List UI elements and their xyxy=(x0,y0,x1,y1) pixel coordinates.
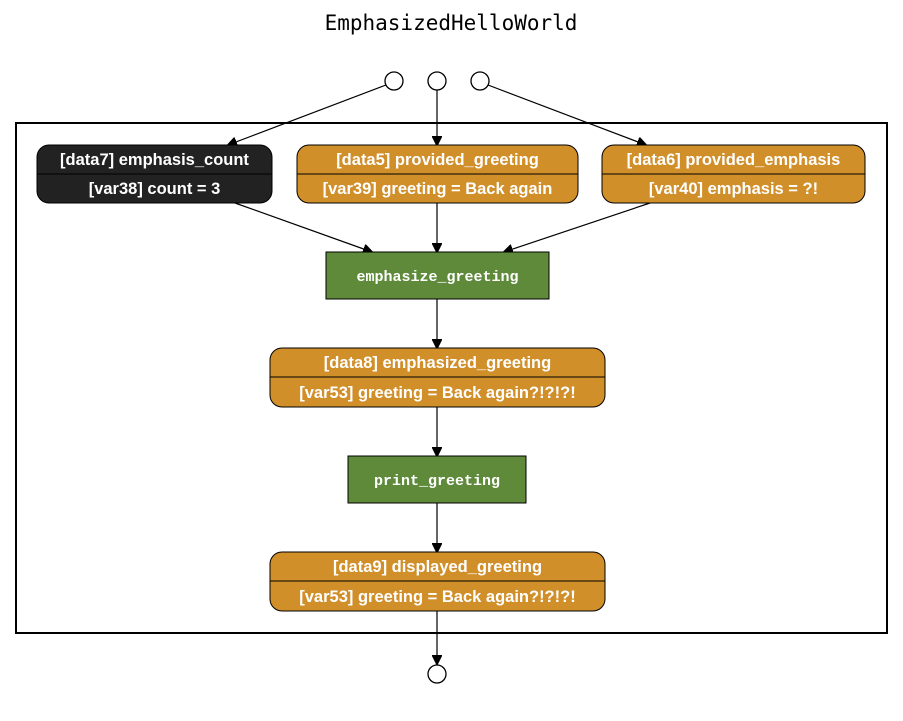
edge-port3-data6 xyxy=(487,84,646,145)
node-value: [var39] greeting = Back again xyxy=(323,180,553,198)
node-value: [var53] greeting = Back again?!?!?! xyxy=(299,588,575,606)
edge-data6-emphasize xyxy=(504,202,651,252)
data-node-emphasized-greeting: [data8] emphasized_greeting [var53] gree… xyxy=(269,347,606,408)
node-label: [data7] emphasis_count xyxy=(60,151,249,169)
data-node-provided-greeting: [data5] provided_greeting [var39] greeti… xyxy=(296,144,579,204)
step-emphasize-greeting: emphasize_greeting xyxy=(325,251,550,300)
input-port-1 xyxy=(384,71,404,91)
input-port-2 xyxy=(427,71,447,91)
node-label: [data9] displayed_greeting xyxy=(333,558,542,576)
edge-port1-data7 xyxy=(228,84,387,145)
node-label: [data6] provided_emphasis xyxy=(627,151,841,169)
input-port-3 xyxy=(470,71,490,91)
step-label: emphasize_greeting xyxy=(356,269,518,286)
data-node-displayed-greeting: [data9] displayed_greeting [var53] greet… xyxy=(269,551,606,612)
node-value: [var40] emphasis = ?! xyxy=(649,180,818,198)
data-node-emphasis-count: [data7] emphasis_count [var38] count = 3 xyxy=(36,144,273,204)
step-box xyxy=(347,455,527,504)
node-label: [data8] emphasized_greeting xyxy=(324,354,551,372)
node-label: [data5] provided_greeting xyxy=(336,151,539,169)
step-label: print_greeting xyxy=(374,473,500,490)
data-node-provided-emphasis: [data6] provided_emphasis [var40] emphas… xyxy=(601,144,866,204)
output-port xyxy=(427,664,447,684)
node-value: [var38] count = 3 xyxy=(89,180,221,198)
node-value: [var53] greeting = Back again?!?!?! xyxy=(299,384,575,402)
step-print-greeting: print_greeting xyxy=(347,455,527,504)
edge-data7-emphasize xyxy=(234,202,372,252)
diagram-title: EmphasizedHelloWorld xyxy=(325,11,578,35)
workflow-frame xyxy=(15,122,888,634)
step-box xyxy=(325,251,550,300)
